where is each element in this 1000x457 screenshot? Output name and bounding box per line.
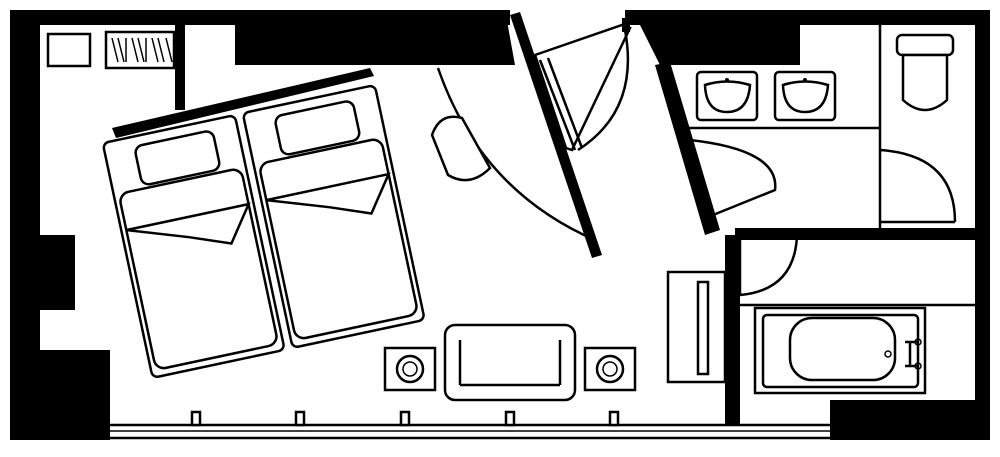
- washroom-partitions: [685, 25, 882, 228]
- door-leaf-main: [510, 12, 602, 258]
- wall-bottom-left-block: [10, 350, 110, 440]
- wall-right: [975, 10, 990, 440]
- bed-right: [242, 84, 425, 348]
- wall-bottom-right-block: [830, 400, 990, 440]
- toilet-door: [879, 148, 957, 224]
- bathroom-door: [738, 234, 799, 297]
- wall-top-block: [235, 10, 515, 65]
- wall-bath-divider: [725, 235, 740, 425]
- sink-left: [695, 70, 759, 122]
- tv-stand: [666, 270, 727, 384]
- wall-top-right-block: [640, 10, 800, 65]
- entry-door: [533, 18, 632, 152]
- side-table-right: [583, 346, 637, 392]
- bedroom-diagonal-wall: [112, 68, 374, 138]
- wall-closet-divider: [175, 20, 185, 110]
- chair: [430, 115, 492, 182]
- toilet: [895, 33, 955, 112]
- wall-wash-left: [655, 62, 720, 235]
- wall-left-notch: [40, 235, 75, 310]
- sofa: [443, 323, 577, 402]
- bathtub: [753, 306, 927, 395]
- window: [110, 410, 830, 440]
- sink-right: [773, 70, 837, 122]
- main-door-swing: [436, 67, 596, 242]
- wardrobe: [46, 30, 176, 70]
- bed-left: [102, 114, 285, 378]
- washroom-door: [688, 138, 777, 217]
- wall-left: [10, 10, 40, 440]
- side-table-left: [383, 346, 437, 392]
- wall-bath-top: [735, 228, 975, 240]
- walls: [10, 10, 990, 440]
